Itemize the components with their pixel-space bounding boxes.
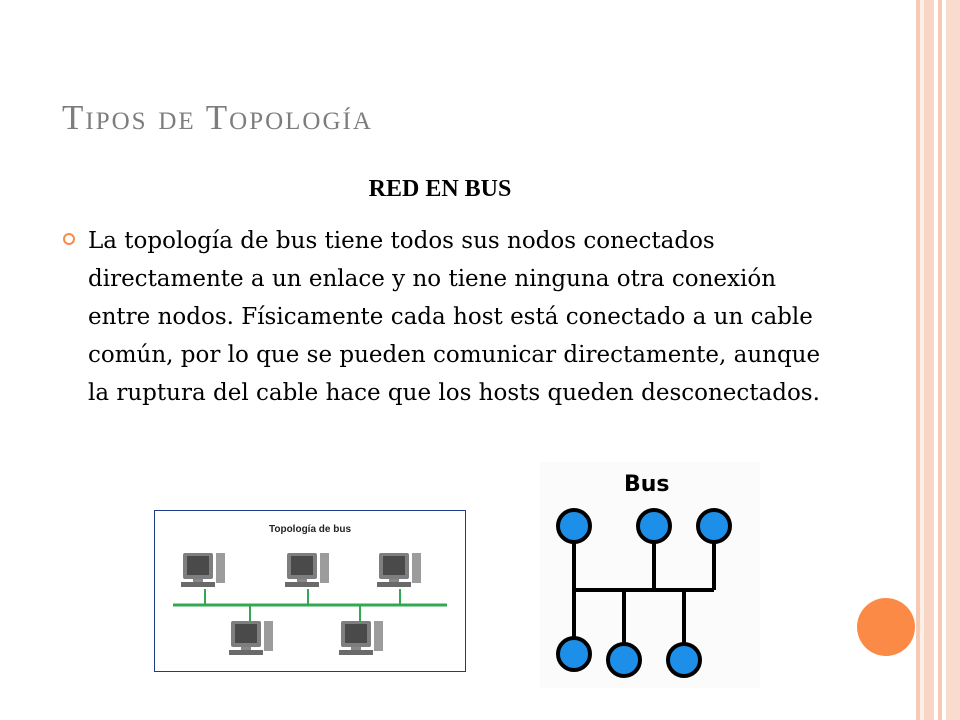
bus-nodes-diagram bbox=[556, 508, 732, 678]
figure-title: Topología de bus bbox=[268, 524, 352, 535]
node-icon bbox=[696, 508, 732, 544]
circle-bullet-icon bbox=[63, 233, 75, 245]
edge-stripe bbox=[924, 0, 934, 720]
body-paragraph: La topología de bus tiene todos sus nodo… bbox=[88, 228, 821, 406]
computer-icon bbox=[229, 621, 273, 655]
computer-icon bbox=[181, 553, 225, 587]
node-icon bbox=[606, 642, 642, 678]
edge-stripe bbox=[916, 0, 920, 720]
computer-icon bbox=[377, 553, 421, 587]
node-icon bbox=[666, 642, 702, 678]
node-icon bbox=[636, 508, 672, 544]
slide-subtitle: RED EN BUS bbox=[368, 176, 512, 202]
decorative-orange-circle bbox=[857, 598, 915, 656]
figure-title: Bus bbox=[624, 472, 670, 497]
edge-stripe bbox=[946, 0, 960, 720]
slide-title: Tipos de Topología bbox=[62, 98, 373, 137]
computer-icon bbox=[285, 553, 329, 587]
edge-stripe bbox=[920, 0, 924, 720]
computer-icon bbox=[339, 621, 383, 655]
bus-topology-figure: Topología de bus bbox=[154, 510, 466, 672]
edge-stripe bbox=[938, 0, 942, 720]
bus-nodes-figure: Bus bbox=[540, 462, 760, 688]
node-icon bbox=[556, 636, 592, 672]
node-icon bbox=[556, 508, 592, 544]
bus-diagram bbox=[173, 553, 447, 655]
